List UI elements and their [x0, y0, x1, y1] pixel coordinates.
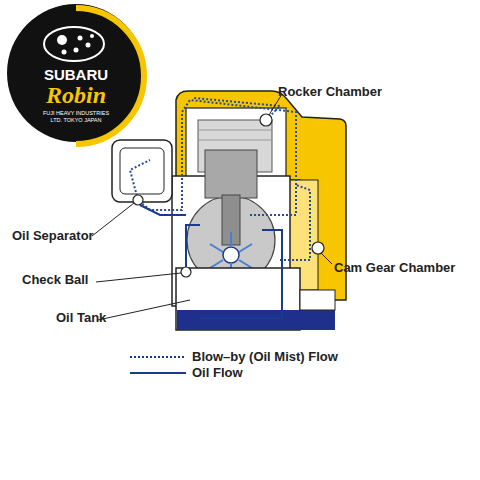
brand-name: SUBARU: [26, 66, 126, 83]
piston: [205, 150, 257, 198]
oil-flow: [140, 205, 186, 215]
air-cleaner: [112, 140, 172, 202]
blow-by-flow: [130, 100, 296, 215]
cylinder-fin: [198, 140, 272, 141]
crank-pin: [223, 247, 239, 263]
callout-circle: [260, 114, 272, 126]
oil-flow: [200, 230, 282, 318]
callout-circle: [312, 242, 324, 254]
blow-by-flow: [280, 185, 310, 260]
logo-circle: SUBARURobinFUJI HEAVY INDUSTRIES LTD. TO…: [7, 4, 145, 142]
part-label: Check Ball: [22, 272, 88, 287]
callout-circle: [133, 195, 143, 205]
part-label: Rocker Chamber: [278, 84, 382, 99]
part-label: Oil Separator: [12, 228, 94, 243]
check-ball: [181, 267, 191, 277]
legend-line: [130, 372, 186, 374]
oil-flow: [186, 225, 200, 272]
part-label: Oil Tank: [56, 310, 106, 325]
company-name: FUJI HEAVY INDUSTRIES LTD. TOKYO JAPAN: [41, 110, 111, 123]
legend-line: [130, 356, 186, 358]
air-cleaner-inner: [120, 148, 164, 194]
brand-logo: Robin: [26, 82, 126, 108]
part-label: Cam Gear Chamber: [334, 260, 455, 275]
legend-text: Oil Flow: [192, 365, 243, 380]
oil-level: [177, 310, 335, 330]
legend-text: Blow–by (Oil Mist) Flow: [192, 349, 338, 364]
cylinder-fin: [198, 130, 272, 131]
leader-lines: [92, 94, 332, 320]
tank-extension: [300, 290, 335, 310]
